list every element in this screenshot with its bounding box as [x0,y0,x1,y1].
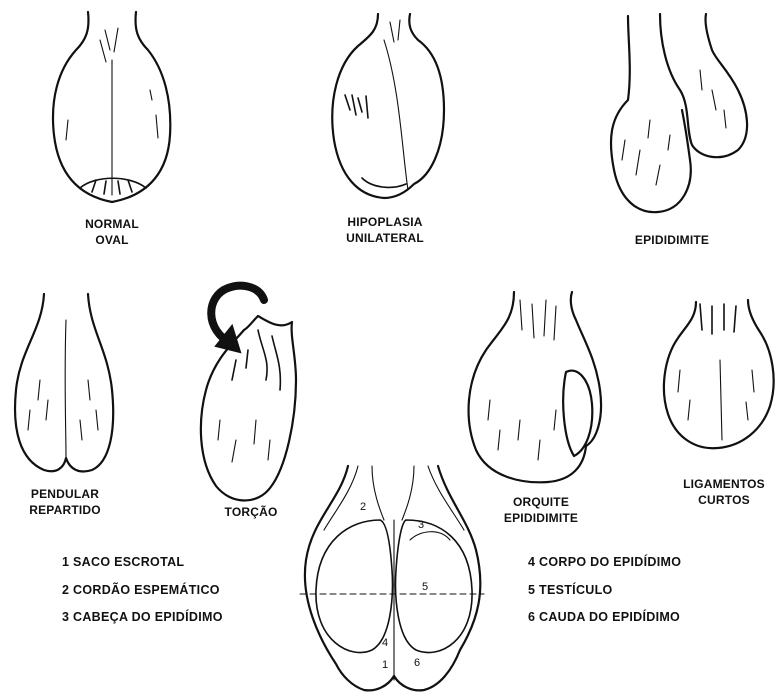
label-pendular-line2: REPARTIDO [20,502,110,518]
legend-item-6: 6 CAUDA DO EPIDÍDIMO [528,610,680,624]
legend-item-4: 4 CORPO DO EPIDÍDIMO [528,555,681,569]
label-ligamentos: LIGAMENTOS CURTOS [672,476,776,508]
label-orquite-line2: EPIDIDIMITE [486,510,596,526]
diagram-number-6: 6 [414,657,420,669]
torcao-drawing [201,286,296,501]
anatomy-diagram: 2 3 5 4 1 6 [300,466,484,690]
hipoplasia-drawing [332,14,444,198]
label-hipoplasia-line2: UNILATERAL [330,230,440,246]
epididimite-drawing [611,14,747,212]
orquite-drawing [469,292,601,482]
diagram-number-2: 2 [360,501,366,513]
diagram-number-1: 1 [382,659,388,671]
label-normal-oval: NORMAL OVAL [72,216,152,248]
label-orquite: ORQUITE EPIDIDIMITE [486,494,596,526]
label-hipoplasia-line1: HIPOPLASIA [330,214,440,230]
legend-item-1: 1 SACO ESCROTAL [62,555,184,569]
normal-oval-drawing [53,12,170,202]
label-epididimite-line1: EPIDIDIMITE [622,232,722,248]
pendular-drawing [15,294,113,472]
label-normal-oval-line1: NORMAL [72,216,152,232]
label-orquite-line1: ORQUITE [486,494,596,510]
label-pendular: PENDULAR REPARTIDO [20,486,110,518]
legend-item-2: 2 CORDÃO ESPEMÁTICO [62,583,220,597]
label-ligamentos-line1: LIGAMENTOS [672,476,776,492]
label-epididimite: EPIDIDIMITE [622,232,722,248]
diagram-number-3: 3 [418,519,424,531]
label-torcao: TORÇÃO [206,504,296,520]
label-pendular-line1: PENDULAR [20,486,110,502]
label-torcao-line1: TORÇÃO [206,504,296,520]
ligamentos-drawing [664,300,774,448]
diagram-number-5: 5 [422,581,428,593]
label-hipoplasia: HIPOPLASIA UNILATERAL [330,214,440,246]
legend-item-3: 3 CABEÇA DO EPIDÍDIMO [62,610,223,624]
label-normal-oval-line2: OVAL [72,232,152,248]
label-ligamentos-line2: CURTOS [672,492,776,508]
diagram-number-4: 4 [382,637,388,649]
legend-item-5: 5 TESTÍCULO [528,583,613,597]
